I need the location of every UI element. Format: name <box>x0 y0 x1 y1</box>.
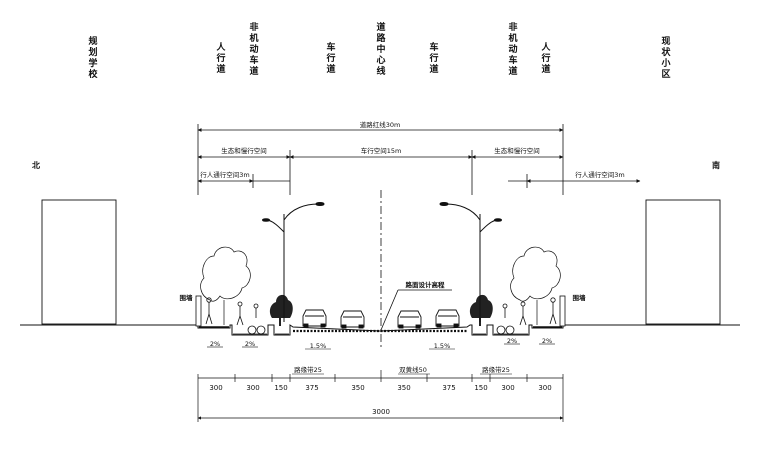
wall-left <box>195 295 202 327</box>
curb-left-label: 路缘带25 <box>294 365 322 374</box>
span-red-line: 道路红线30m <box>360 120 401 129</box>
label-sidewalk-left: 人行道 <box>215 41 226 75</box>
school-building <box>41 199 117 325</box>
streetlamp-right <box>439 202 502 322</box>
car-1 <box>302 309 327 328</box>
dim-7: 375 <box>442 384 455 392</box>
dim-4: 375 <box>305 384 318 392</box>
label-sidewalk-right: 人行道 <box>540 41 551 75</box>
dim-3: 150 <box>274 384 287 392</box>
dim-6: 350 <box>397 384 410 392</box>
wall-left-label: 围墙 <box>180 293 194 302</box>
slope-6: 2% <box>542 337 552 345</box>
slope-labels: 2% 2% 1.5% 1.5% 2% 2% <box>210 337 552 350</box>
slope-4: 1.5% <box>434 342 451 350</box>
total-width-label: 3000 <box>372 408 390 416</box>
streetlamp-left <box>262 202 325 322</box>
car-4 <box>435 309 460 328</box>
slope-3: 1.5% <box>310 342 327 350</box>
tree-left <box>200 246 251 325</box>
direction-south: 南 <box>712 160 720 170</box>
label-nonmotor-left: 非机动车道 <box>249 21 258 77</box>
top-labels: 规划学校 人行道 非机动车道 车行道 道路中心线 车行道 非机动车道 人行道 现… <box>88 21 671 80</box>
curb-right-label: 路缘带25 <box>482 365 510 374</box>
span-eco-left: 生态和慢行空间 <box>221 146 267 155</box>
span-carriageway: 车行空间15m <box>361 146 402 155</box>
label-lane-right: 车行道 <box>428 41 438 75</box>
dimension-row <box>197 370 564 400</box>
wall-right <box>559 295 566 327</box>
span-eco-right: 生态和慢行空间 <box>494 146 540 155</box>
dimension-values: 300 300 150 375 350 350 375 150 300 300 <box>209 384 551 392</box>
wall-right-label: 围墙 <box>573 293 587 302</box>
span-lines <box>197 124 641 195</box>
residential-building <box>645 199 721 325</box>
car-2 <box>340 310 365 329</box>
slope-2: 2% <box>245 340 255 348</box>
dim-10: 300 <box>538 384 551 392</box>
span-ped-right: 行人通行空间3m <box>575 170 624 179</box>
span-labels: 道路红线30m 生态和慢行空间 车行空间15m 生态和慢行空间 行人通行空间3m… <box>200 120 624 179</box>
label-residential: 现状小区 <box>660 36 671 80</box>
double-yellow-label: 双黄线50 <box>399 365 427 374</box>
dim-5: 350 <box>351 384 364 392</box>
tree-right <box>510 246 561 325</box>
label-school: 规划学校 <box>88 35 98 80</box>
slope-5: 2% <box>507 337 517 345</box>
shrub-left <box>269 294 293 326</box>
label-centerline: 道路中心线 <box>376 21 386 77</box>
shrub-right <box>469 294 493 326</box>
dim-8: 150 <box>474 384 487 392</box>
slope-1: 2% <box>210 340 220 348</box>
dim-9: 300 <box>501 384 514 392</box>
direction-north: 北 <box>32 160 40 170</box>
cars <box>302 309 460 329</box>
span-ped-left: 行人通行空间3m <box>200 170 249 179</box>
road-surface <box>20 324 740 336</box>
label-nonmotor-right: 非机动车道 <box>508 21 517 77</box>
label-lane-left: 车行道 <box>325 41 335 75</box>
design-elevation-label: 路面设计高程 <box>406 280 446 289</box>
dim-2: 300 <box>246 384 259 392</box>
dim-1: 300 <box>209 384 222 392</box>
design-elevation-leader <box>380 289 452 331</box>
car-3 <box>397 310 422 329</box>
pedestrians <box>205 297 557 335</box>
